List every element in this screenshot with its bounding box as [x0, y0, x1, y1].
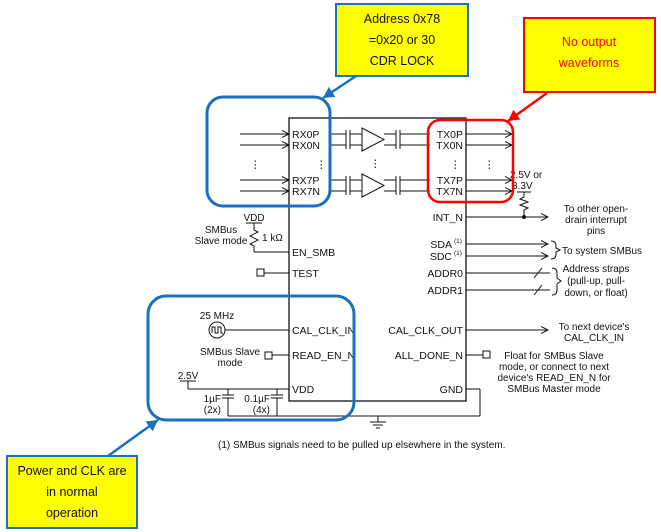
right-callout-pointer [507, 91, 548, 123]
bottom-callout-line3: operation [46, 506, 98, 520]
cap2-count: (4x) [253, 405, 270, 416]
vdd-supply-label: 2.5V [178, 371, 199, 382]
smbus-slave-mode-line2: mode [217, 358, 242, 369]
pin-read-en-n: READ_EN_N [292, 350, 355, 362]
pin-rx0n: RX0N [292, 140, 320, 152]
tx-outputs [466, 134, 512, 191]
bottom-callout-line2: in normal [46, 485, 97, 499]
pin-cal-clk-in: CAL_CLK_IN [292, 325, 355, 337]
rx-highlight-box [205, 95, 332, 208]
pin-addr0: ADDR0 [427, 268, 463, 280]
right-callout-box [523, 17, 656, 93]
sdc-footnote-mark: (1) [454, 250, 462, 257]
pin-en-smb: EN_SMB [292, 247, 335, 259]
interrupt-note-line3: pins [587, 226, 605, 237]
cap1-count: (2x) [204, 405, 221, 416]
addr-note-line2: (pull-up, pull- [567, 276, 625, 287]
ic-body [288, 117, 467, 402]
interrupt-note-line2: drain interrupt [565, 215, 627, 226]
pin-tx0n: TX0N [436, 140, 463, 152]
bottom-callout-pointer [107, 418, 159, 458]
smbus-label-line2: Slave mode [195, 236, 248, 247]
interrupt-note-line1: To other open- [564, 204, 629, 215]
oscillator-icon [208, 321, 226, 339]
cap2-value: 0.1µF [244, 394, 270, 405]
resistor-label: 1 kΩ [262, 233, 283, 244]
tx-dots-outer: ⋮ [484, 159, 495, 171]
pin-gnd: GND [440, 384, 464, 396]
pin-cal-clk-out: CAL_CLK_OUT [388, 325, 463, 337]
float-note-line1: Float for SMBus Slave [504, 351, 604, 362]
float-note-line3: device's READ_EN_N for [497, 373, 611, 384]
read-en-terminal [264, 351, 273, 360]
en-smb-vdd-label: VDD [243, 213, 264, 224]
pin-sda: SDA [430, 239, 452, 251]
sda-footnote-mark: (1) [454, 238, 462, 245]
pin-rx7p: RX7P [292, 175, 319, 187]
smbus-slave-mode-line1: SMBus Slave [200, 347, 260, 358]
float-note-line4: SMBus Master mode [507, 384, 601, 395]
addr-note-line1: Address straps [563, 264, 630, 275]
pullup-voltage-line2: 3.3V [512, 181, 533, 192]
next-device-line1: To next device's [559, 322, 630, 333]
pin-rx0p: RX0P [292, 129, 319, 141]
rx-inputs [240, 134, 289, 191]
float-note-line2: mode, or connect to next [499, 362, 609, 373]
cap1-value: 1µF [204, 394, 221, 405]
top-callout-line2: =0x20 or 30 [369, 33, 435, 47]
smbus-system-note: To system SMBus [562, 246, 642, 257]
next-device-line2: CAL_CLK_IN [564, 333, 624, 344]
internal-channel-0 [330, 127, 430, 152]
addr-note-line3: down, or float) [564, 288, 627, 299]
int-n-pullup [466, 191, 548, 219]
smbus-lines [466, 241, 562, 259]
clock-freq-label: 25 MHz [200, 311, 234, 322]
bottom-callout-box [6, 455, 138, 529]
all-done-terminal [482, 350, 491, 359]
pin-sdc: SDC [430, 251, 453, 263]
right-callout-line1: No output [562, 35, 617, 49]
top-callout-box [335, 3, 469, 77]
pin-int-n: INT_N [433, 212, 463, 224]
right-callout-line2: waveforms [558, 56, 619, 70]
top-callout-line3: CDR LOCK [370, 54, 435, 68]
pin-tx7n: TX7N [436, 186, 463, 198]
tx-dots-inner: ⋮ [450, 159, 461, 171]
power-clk-highlight-box [146, 294, 356, 422]
vdd-decoupling [180, 380, 481, 429]
address-straps [466, 267, 562, 296]
pin-rx7n: RX7N [292, 186, 320, 198]
footnote: (1) SMBus signals need to be pulled up e… [218, 440, 505, 451]
pin-all-done-n: ALL_DONE_N [395, 350, 463, 362]
smbus-label-line1: SMBus [205, 225, 237, 236]
internal-channel-7 [330, 173, 430, 198]
tx-highlight-box [426, 118, 515, 204]
rx-dots-inner: ⋮ [316, 159, 327, 171]
buffer-dots: ⋮ [370, 158, 381, 170]
top-callout-line1: Address 0x78 [364, 12, 440, 26]
pin-addr1: ADDR1 [427, 285, 463, 297]
bottom-callout-line1: Power and CLK are [17, 464, 126, 478]
pullup-voltage-line1: 2.5V or [510, 170, 543, 181]
test-pin-terminal [256, 268, 265, 277]
pin-vdd: VDD [292, 384, 315, 396]
en-smb-pullup [246, 222, 289, 253]
pin-tx0p: TX0P [437, 129, 463, 141]
pin-test: TEST [292, 268, 319, 280]
rx-dots-outer: ⋮ [250, 159, 261, 171]
pin-tx7p: TX7P [437, 175, 463, 187]
